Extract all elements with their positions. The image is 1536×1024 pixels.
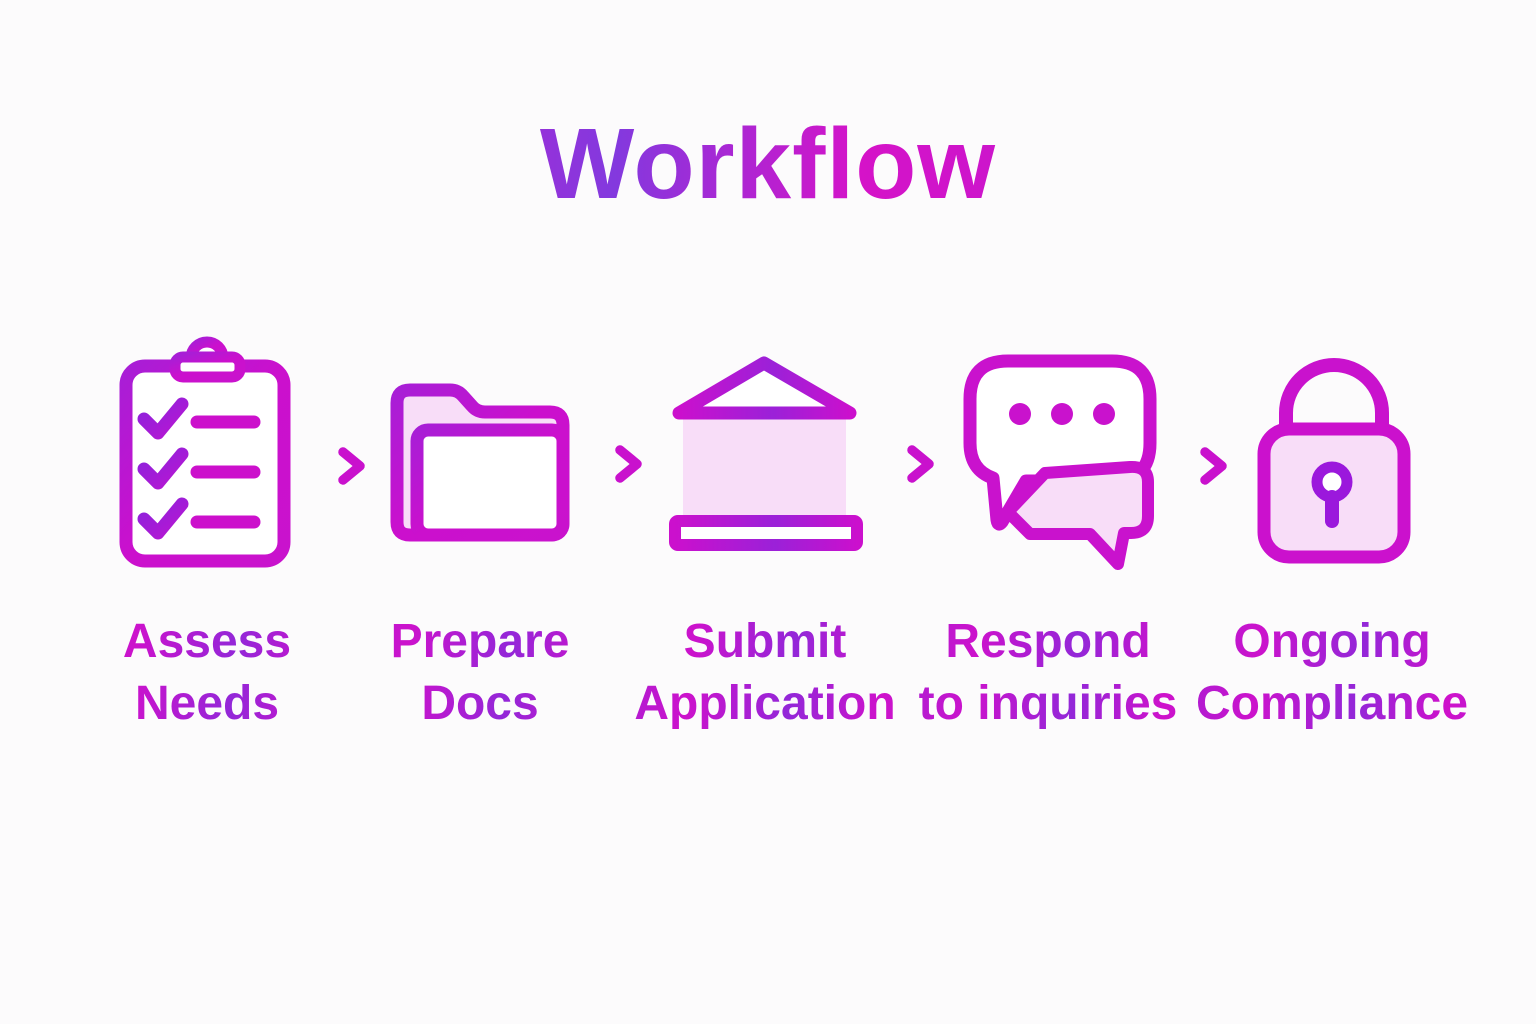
- step-label-line: Ongoing: [1233, 615, 1431, 668]
- clipboard-checklist-icon: [119, 336, 291, 568]
- lock-icon: [1257, 358, 1411, 564]
- step-label-prepare-docs: Prepare Docs: [315, 611, 645, 735]
- step-label-line: Prepare: [390, 615, 570, 668]
- folder-icon: [390, 383, 570, 542]
- step-label-ongoing-compliance: Ongoing Compliance: [1167, 611, 1497, 735]
- step-label-line: Submit: [683, 615, 847, 668]
- step-label-line: Application: [634, 677, 896, 730]
- step-label-line: Respond: [945, 615, 1151, 668]
- step-label-submit-application: Submit Application: [600, 611, 930, 735]
- arrow-right-icon: [594, 445, 642, 483]
- chat-bubbles-icon: [963, 354, 1157, 570]
- arrow-right-icon: [317, 447, 365, 485]
- step-label-respond-to-inquiries: Respond to inquiries: [883, 611, 1213, 735]
- bank-building-icon: [654, 356, 874, 557]
- page-title: Workflow: [0, 112, 1536, 217]
- step-label-line: to inquiries: [918, 677, 1178, 730]
- arrow-right-icon: [886, 445, 934, 483]
- arrow-right-icon: [1179, 447, 1227, 485]
- step-label-line: Docs: [421, 677, 539, 730]
- step-label-line: Compliance: [1195, 677, 1469, 730]
